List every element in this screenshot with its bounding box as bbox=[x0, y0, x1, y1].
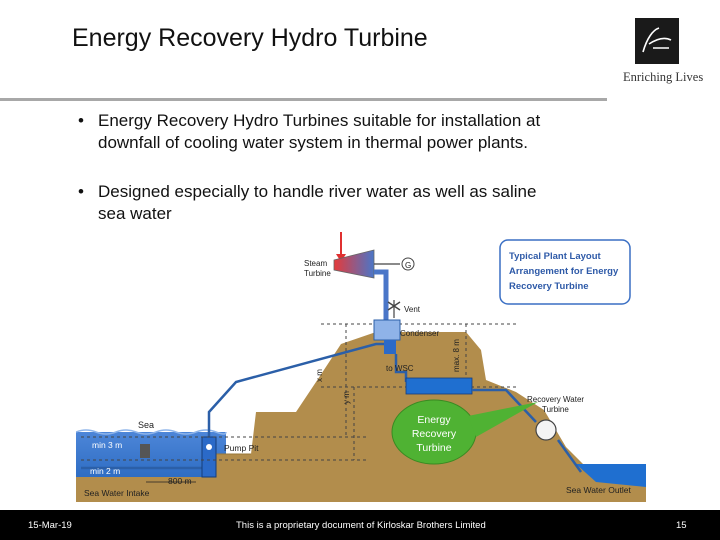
bullet-marker: • bbox=[78, 182, 84, 201]
steam-turbine-label: Steam bbox=[304, 259, 327, 268]
y-height-label: y m bbox=[342, 391, 351, 404]
generator-label: G bbox=[405, 261, 411, 270]
plant-layout-diagram: G Vent Condenser to WSC Energy Recovery … bbox=[75, 232, 646, 502]
generator-icon bbox=[401, 257, 415, 271]
recovery-water-turbine-label: Recovery Water bbox=[527, 395, 584, 404]
pump-pit bbox=[201, 436, 217, 478]
bullet-line: downfall of cooling water system in ther… bbox=[98, 133, 528, 152]
vent-valve-icon bbox=[387, 301, 401, 311]
footer-notice: This is a proprietary document of Kirlos… bbox=[236, 520, 486, 531]
min-2m-label: min 2 m bbox=[90, 466, 120, 476]
layout-box-line: Arrangement for Energy bbox=[509, 266, 619, 277]
footer-date: 15-Mar-19 bbox=[28, 520, 72, 531]
max-height-label: max. 8 m bbox=[452, 339, 461, 372]
page-number: 15 bbox=[676, 520, 687, 531]
tagline: Enriching Lives bbox=[623, 70, 704, 84]
distance-label: 800 m bbox=[168, 476, 192, 486]
layout-info-box bbox=[499, 239, 631, 305]
recovery-water-turbine-label: Turbine bbox=[542, 405, 569, 414]
min-3m-label: min 3 m bbox=[92, 440, 122, 450]
slide-footer: 15-Mar-19 This is a proprietary document… bbox=[0, 510, 720, 540]
to-wsc-label: to WSC bbox=[386, 364, 414, 373]
sea-water-intake-label: Sea Water Intake bbox=[84, 488, 150, 498]
callout-line: Energy bbox=[417, 414, 451, 426]
supply-pipe bbox=[207, 342, 386, 437]
callout-line: Recovery bbox=[412, 428, 457, 440]
intake-screen bbox=[140, 444, 150, 458]
bullet-item: • Designed especially to handle river wa… bbox=[78, 181, 638, 231]
bullet-line: Designed especially to handle river wate… bbox=[98, 182, 537, 201]
bullet-line: sea water bbox=[98, 204, 172, 223]
sea-water-outlet-label: Sea Water Outlet bbox=[566, 485, 632, 495]
x-height-label: x m bbox=[315, 369, 324, 382]
kirloskar-logo bbox=[635, 18, 679, 64]
sea-label: Sea bbox=[138, 420, 154, 430]
slide-title: Energy Recovery Hydro Turbine bbox=[72, 24, 428, 52]
ground-terrain bbox=[76, 332, 646, 502]
condenser bbox=[373, 319, 401, 341]
bullet-item: • Energy Recovery Hydro Turbines suitabl… bbox=[78, 110, 638, 160]
condenser-label: Condenser bbox=[400, 329, 439, 338]
callout-line: Turbine bbox=[416, 442, 451, 454]
steam-turbine bbox=[333, 249, 375, 279]
bullet-marker: • bbox=[78, 111, 84, 130]
wsc-tank bbox=[405, 377, 473, 395]
layout-box-line: Recovery Turbine bbox=[509, 281, 589, 292]
downfall-pipe bbox=[472, 388, 537, 423]
layout-box-line: Typical Plant Layout bbox=[509, 251, 602, 262]
outlet-water bbox=[576, 464, 646, 487]
pump-pit-label: Pump Pit bbox=[224, 443, 259, 453]
vent-label: Vent bbox=[404, 305, 421, 314]
bullet-line: Energy Recovery Hydro Turbines suitable … bbox=[98, 111, 541, 130]
steam-turbine-label: Turbine bbox=[304, 269, 331, 278]
title-divider bbox=[0, 98, 607, 101]
recovery-turbine-icon bbox=[535, 419, 557, 441]
